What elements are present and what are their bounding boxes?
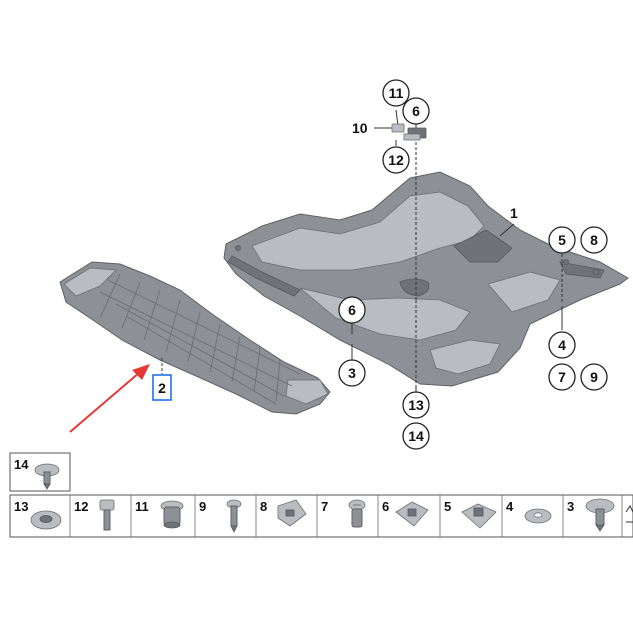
front-protection-plate — [59, 261, 331, 415]
svg-text:5: 5 — [444, 499, 451, 514]
plate-ribs — [99, 273, 301, 405]
svg-text:8: 8 — [590, 232, 598, 248]
svg-text:13: 13 — [408, 397, 424, 413]
svg-text:11: 11 — [389, 85, 404, 101]
callout-4: 4 — [548, 331, 576, 359]
svg-text:8: 8 — [260, 499, 267, 514]
svg-text:1: 1 — [510, 205, 518, 221]
svg-text:2: 2 — [158, 380, 166, 396]
callout-12: 12 — [382, 146, 410, 174]
callout-1: 1 — [510, 205, 518, 221]
callout-5: 5 — [548, 226, 576, 254]
callout-10: 10 — [352, 120, 368, 136]
svg-text:11: 11 — [135, 499, 149, 514]
hex-bolt-12-icon — [99, 499, 115, 531]
clip-nut-13-icon — [30, 510, 62, 530]
svg-text:9: 9 — [199, 499, 206, 514]
svg-text:13: 13 — [14, 499, 28, 514]
top-bracket-parts — [391, 123, 427, 141]
push-nut-14-icon — [34, 463, 60, 490]
svg-text:4: 4 — [506, 499, 514, 514]
svg-text:6: 6 — [412, 103, 420, 119]
svg-text:3: 3 — [348, 365, 356, 381]
partial-part-icon — [625, 505, 633, 523]
svg-text:7: 7 — [558, 369, 566, 385]
push-clip-3-icon — [585, 498, 615, 532]
callout-3: 3 — [338, 359, 366, 387]
u-nut-5-icon — [461, 503, 497, 529]
svg-text:14: 14 — [408, 428, 424, 444]
callout-6-top: 6 — [402, 97, 430, 125]
speed-nut-6-icon — [395, 501, 429, 527]
grommet-11-icon — [160, 500, 184, 529]
callout-7: 7 — [548, 363, 576, 391]
svg-text:14: 14 — [14, 457, 29, 472]
svg-text:9: 9 — [590, 369, 598, 385]
svg-text:6: 6 — [382, 499, 389, 514]
lead-lines — [161, 109, 563, 394]
screw-9-icon — [226, 499, 242, 533]
svg-text:5: 5 — [558, 232, 566, 248]
parts-table: 14 13 12 11 9 8 7 6 5 4 3 — [9, 452, 633, 538]
svg-text:4: 4 — [558, 337, 566, 353]
red-arrow — [69, 364, 150, 433]
callout-8: 8 — [580, 226, 608, 254]
underbody-panel — [223, 171, 629, 387]
expansion-rivet-7-icon — [348, 499, 366, 528]
svg-text:3: 3 — [567, 499, 574, 514]
washer-4-icon — [524, 508, 552, 524]
clip-nut-8-icon — [277, 499, 307, 527]
svg-text:7: 7 — [321, 499, 328, 514]
callout-2-highlighted[interactable]: 2 — [152, 374, 172, 401]
svg-text:12: 12 — [388, 152, 404, 168]
callout-13: 13 — [402, 391, 430, 419]
callout-6-mid: 6 — [338, 296, 366, 324]
svg-text:12: 12 — [74, 499, 88, 514]
callout-9: 9 — [580, 363, 608, 391]
svg-text:6: 6 — [348, 302, 356, 318]
callout-11: 11 — [382, 79, 410, 107]
callout-14: 14 — [402, 422, 430, 450]
svg-text:10: 10 — [352, 120, 368, 136]
